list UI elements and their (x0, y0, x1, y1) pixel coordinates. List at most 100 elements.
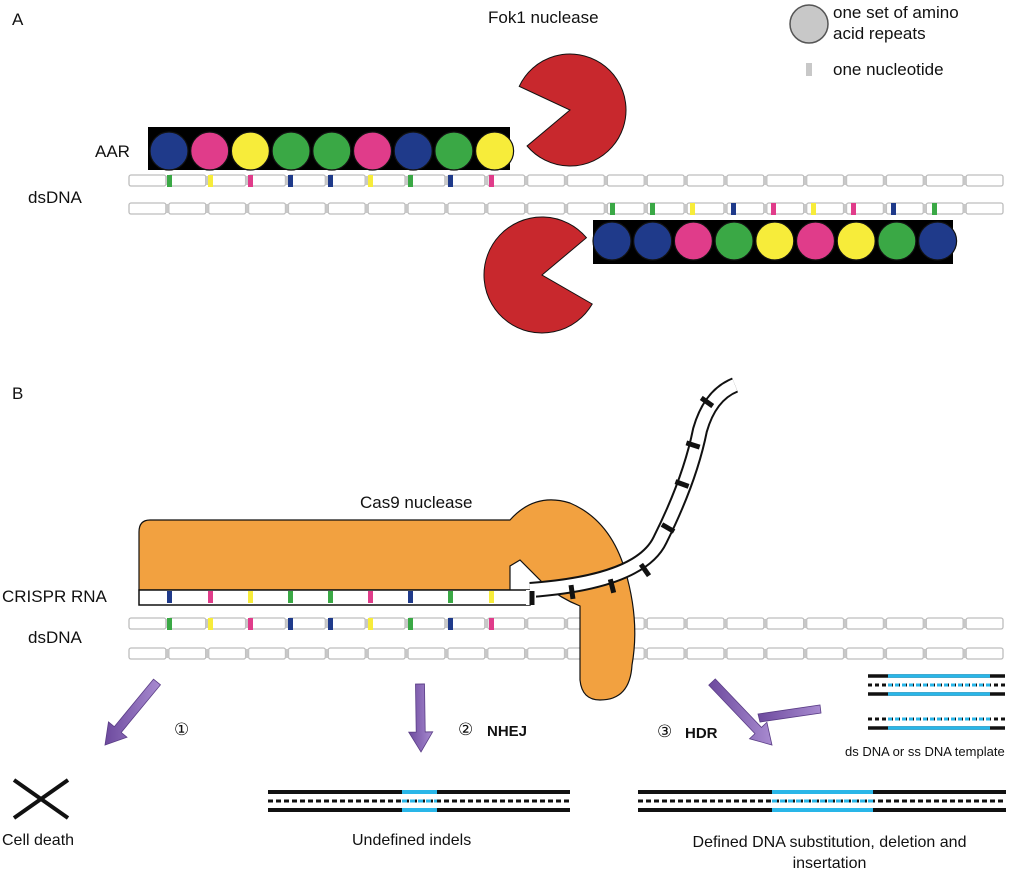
dna-top-strand-segment (447, 174, 486, 187)
dna-bottom-strand-segment (447, 647, 486, 660)
dna-bottom-strand-segment-joint (484, 649, 488, 658)
fok1-nuclease-shapes (483, 53, 627, 334)
fok1-nuclease-bottom (483, 216, 593, 334)
top-nucleotide-tick (167, 175, 172, 187)
bottom-aar-circle (714, 221, 754, 261)
dna-nucleotide-tick (368, 618, 373, 630)
dna-top-strand-segment (566, 174, 606, 187)
dna-top-strand-segment (407, 617, 446, 630)
legend-nucleotide-mark (806, 63, 812, 76)
dna-bottom-strand-segment (526, 647, 566, 660)
dna-top-strand-segment (925, 617, 964, 630)
rna-nucleotide-tick (248, 591, 253, 603)
dna-bottom-strand-segment-joint (524, 649, 528, 658)
rna-backbone-mark (529, 591, 535, 605)
bottom-nucleotide-tick (932, 203, 937, 215)
dna-bottom-strand-segment-joint (405, 649, 409, 658)
dna-top-strand-segment-joint (923, 176, 927, 185)
dna-top-strand-segment-joint (843, 619, 847, 628)
rna-nucleotide-tick (368, 591, 373, 603)
dna-bottom-strand-segment-joint (405, 204, 409, 213)
dna-top-strand-segment-joint (245, 176, 249, 185)
dna-top-strand-segment (208, 617, 247, 630)
dna-bottom-strand-segment-joint (564, 649, 568, 658)
dna-top-strand-segment-joint (763, 176, 767, 185)
dna-top-strand-segment (526, 617, 566, 630)
dna-top-strand-segment (327, 617, 366, 630)
dna-bottom-strand-segment (367, 202, 406, 215)
dna-bottom-strand-segment (845, 647, 885, 660)
dna-top-strand-segment-joint (564, 619, 568, 628)
dna-top-strand-segment-joint (644, 619, 648, 628)
dna-bottom-strand-segment-joint (723, 649, 727, 658)
template-connector (757, 704, 822, 723)
rna-backbone-mark (638, 562, 652, 578)
dna-top-strand-segment-joint (883, 619, 887, 628)
dna-bottom-strand-segment (128, 202, 167, 215)
dna-nucleotide-tick (408, 618, 413, 630)
dna-bottom-strand-segment-joint (444, 649, 448, 658)
dna-bottom-strand-segment-joint (763, 204, 767, 213)
dna-top-strand-segment-joint (963, 619, 967, 628)
rna-backbone-mark (568, 584, 576, 600)
dna-top-strand-segment (766, 617, 805, 630)
dna-top-strand-segment (168, 617, 207, 630)
bottom-nucleotide-tick (610, 203, 615, 215)
cas9-nuclease-shape (138, 499, 636, 701)
bottom-nucleotide-tick (891, 203, 896, 215)
rna-nucleotide-tick (288, 591, 293, 603)
dna-bottom-strand-segment (168, 647, 207, 660)
aar-label: AAR (95, 142, 130, 161)
bottom-nucleotide-tick (731, 203, 736, 215)
dna-top-strand-segment-joint (205, 619, 209, 628)
panel-b-dsdna-label: dsDNA (28, 628, 82, 647)
dna-bottom-strand-segment (726, 647, 765, 660)
nhej-label: NHEJ (487, 723, 528, 740)
dna-top-strand-segment-joint (723, 176, 727, 185)
panel-b-outcomes (12, 674, 1006, 820)
rna-nucleotide-tick (489, 591, 494, 603)
crispr-rna-label: CRISPR RNA (2, 587, 107, 606)
crispr-rna-tail (529, 379, 738, 596)
dna-top-strand-segment-joint (365, 619, 369, 628)
dna-bottom-strand-segment-joint (245, 649, 249, 658)
top-nucleotide-tick (448, 175, 453, 187)
dna-bottom-strand-segment (287, 202, 326, 215)
top-aar-circle (312, 131, 352, 171)
outcome-2-marker: ② (458, 720, 474, 739)
bottom-nucleotide-tick (811, 203, 816, 215)
dna-bottom-strand-segment (327, 647, 366, 660)
panel-a-dsdna-label: dsDNA (28, 188, 82, 207)
top-nucleotide-tick (248, 175, 253, 187)
rna-backbone-mark (607, 578, 617, 594)
fok1-nuclease-label: Fok1 nuclease (488, 8, 599, 27)
dna-top-strand-segment-joint (405, 176, 409, 185)
dna-top-strand-segment-joint (524, 619, 528, 628)
dna-bottom-strand-segment (925, 202, 964, 215)
dna-top-strand-segment (806, 617, 845, 630)
rna-nucleotide-tick (448, 591, 453, 603)
panel-a-dna-strands (128, 174, 1004, 215)
dna-bottom-strand-segment-joint (763, 649, 767, 658)
dna-bottom-strand-segment (407, 647, 446, 660)
crispr-rna-guide (138, 589, 531, 606)
dna-bottom-strand-segment-joint (564, 204, 568, 213)
dna-nucleotide-tick (328, 618, 333, 630)
defined-dna-label: Defined DNA substitution, deletion and i… (692, 834, 967, 872)
dna-nucleotide-tick (248, 618, 253, 630)
dna-top-strand-segment (646, 617, 685, 630)
fok1-nuclease-top (518, 53, 627, 167)
top-aar-circle (190, 131, 230, 171)
dna-bottom-strand-segment-joint (923, 204, 927, 213)
dna-bottom-strand-segment-joint (165, 204, 169, 213)
outcome-3-marker: ③ (657, 722, 673, 741)
bottom-nucleotide-tick (771, 203, 776, 215)
rna-backbone-mark (685, 440, 701, 450)
template-label: ds DNA or ss DNA template (845, 744, 1005, 759)
arrow-nhej (407, 683, 434, 753)
dna-top-strand-segment (247, 617, 287, 630)
dna-bottom-strand-segment-joint (325, 649, 329, 658)
dna-bottom-strand-segment (965, 202, 1004, 215)
dna-top-strand-segment (726, 174, 765, 187)
dna-top-strand-segment-joint (923, 619, 927, 628)
